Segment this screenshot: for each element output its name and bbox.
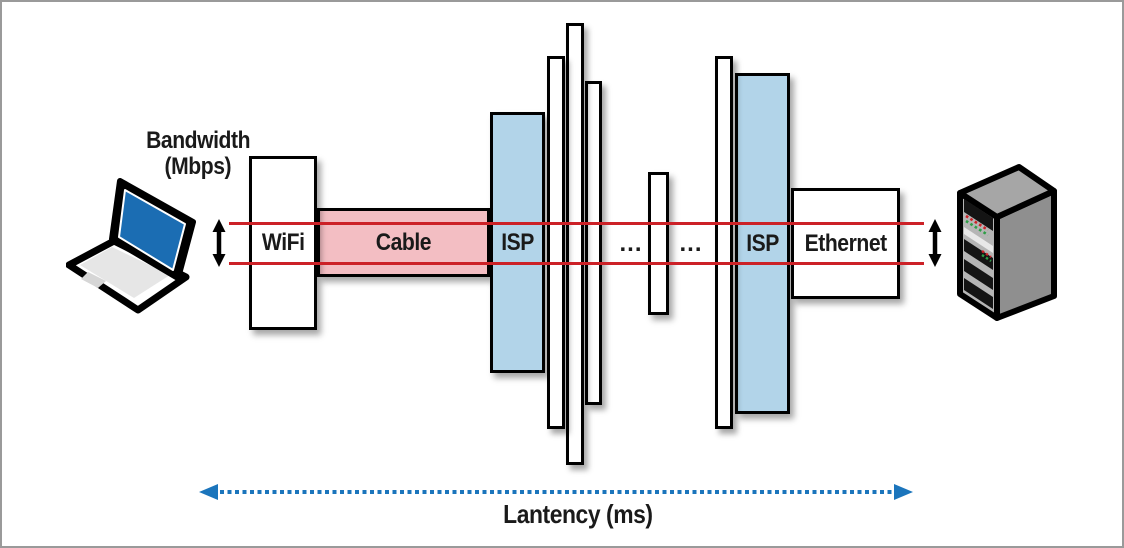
segment-box-isp-left: ISP <box>490 112 545 373</box>
bandwidth-axis-label-line1: Bandwidth <box>146 127 250 154</box>
segment-box-ethernet: Ethernet <box>791 188 900 299</box>
segment-label-isp-left: ISP <box>501 228 534 256</box>
ellipsis-left: ... <box>619 230 643 257</box>
hop-bar <box>585 81 602 405</box>
ellipsis-right: ... <box>679 230 703 257</box>
latency-arrowhead-right <box>894 484 913 500</box>
vertical-double-arrow-icon <box>209 219 229 267</box>
segment-label-isp-right: ISP <box>746 229 779 257</box>
laptop-icon <box>66 177 198 315</box>
segment-label-wifi: WiFi <box>261 229 305 256</box>
vertical-double-arrow-icon <box>925 219 945 267</box>
hop-bar <box>566 23 584 465</box>
server-icon <box>955 163 1061 323</box>
segment-box-wifi: WiFi <box>249 156 317 330</box>
hop-bar <box>547 56 565 429</box>
bandwidth-line-top <box>229 222 924 225</box>
bandwidth-axis-label: Bandwidth (Mbps) <box>118 128 278 180</box>
bandwidth-axis-label-line2: (Mbps) <box>164 153 232 180</box>
latency-axis-label: Lantency (ms) <box>503 499 653 529</box>
segment-label-cable: Cable <box>375 228 432 256</box>
segment-box-isp-right: ISP <box>735 73 790 414</box>
hop-bar <box>715 56 733 429</box>
segment-label-ethernet: Ethernet <box>804 229 887 257</box>
latency-arrowhead-left <box>199 484 218 500</box>
latency-dotted-line <box>220 490 892 494</box>
bandwidth-line-bottom <box>229 262 924 265</box>
segment-box-cable: Cable <box>317 208 490 277</box>
hop-bar-small <box>648 172 669 315</box>
horizontal-dotted-double-arrow-icon <box>199 484 913 500</box>
